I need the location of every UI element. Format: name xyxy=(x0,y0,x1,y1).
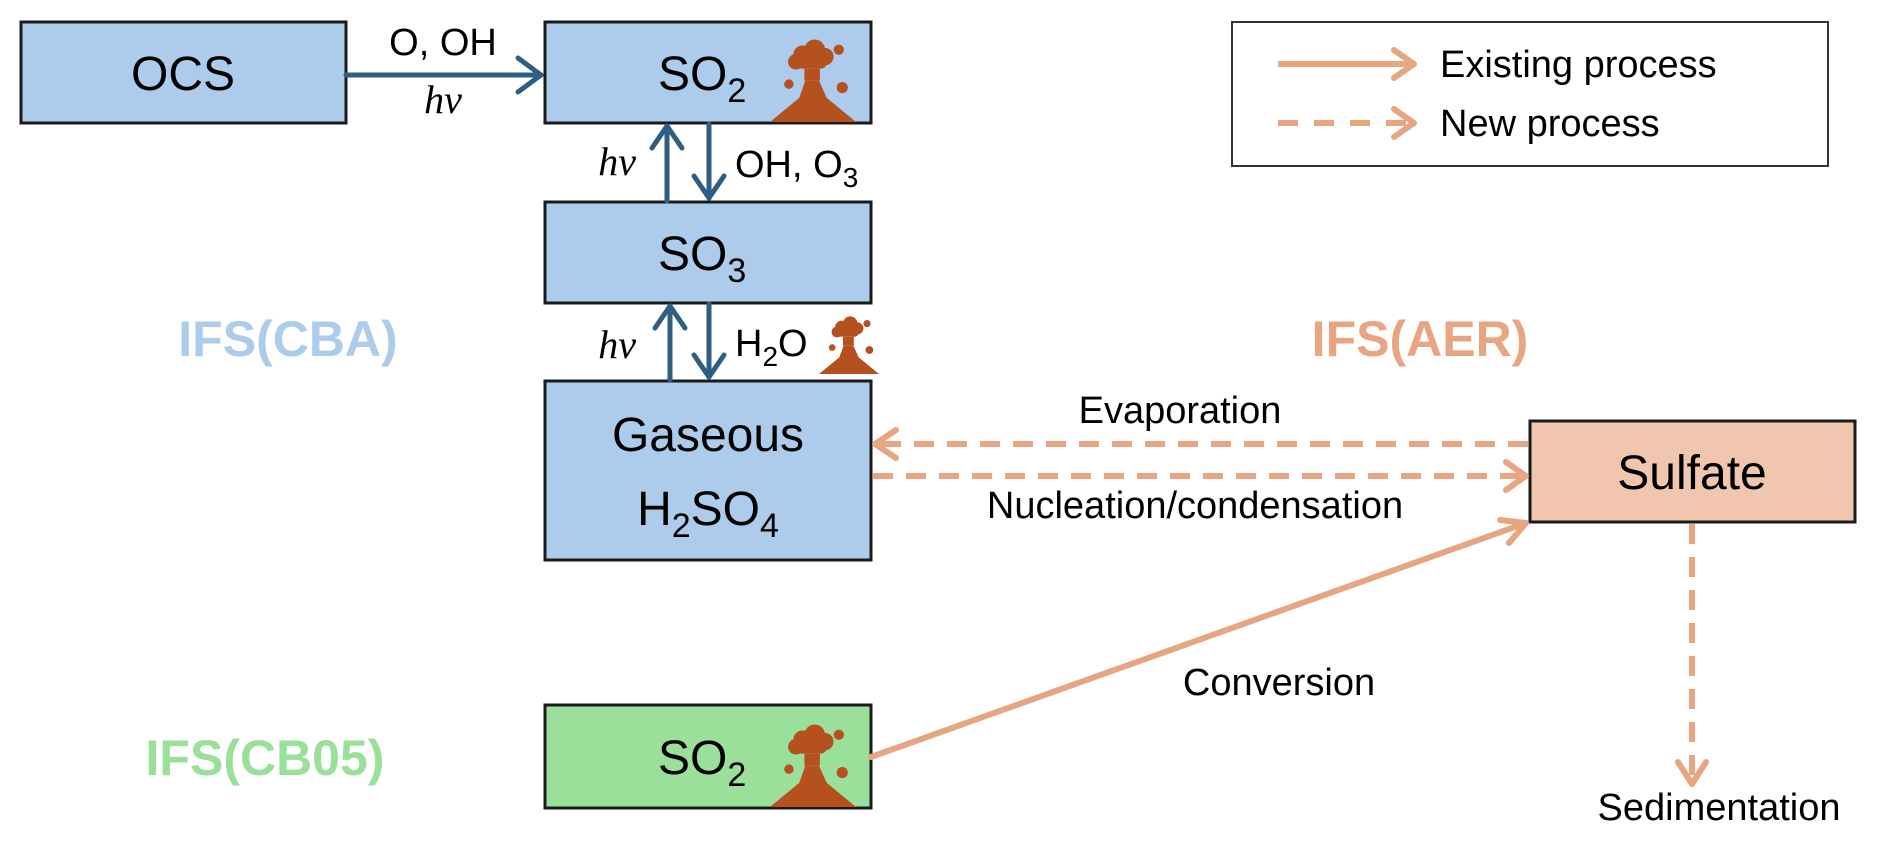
h2so4-box-fill xyxy=(543,379,873,562)
arrow-nucleation-condensation xyxy=(873,459,1529,493)
legend-label-existing: Existing process xyxy=(1440,44,1717,86)
h2so4-line2: H2SO4 xyxy=(637,483,779,545)
reactant-label-oh-o3: OH, O3 xyxy=(735,144,858,193)
legend: Existing process New process xyxy=(1231,21,1829,167)
ocs-box-fill xyxy=(19,20,348,125)
reactant-label-o-oh: O, OH xyxy=(389,22,497,64)
arrow-so3-to-h2so4-hydration xyxy=(691,301,727,380)
arrow-evaporation xyxy=(872,427,1528,461)
photolysis-label: hν xyxy=(598,139,636,184)
model-label-cba: IFS(CBA) xyxy=(178,311,397,367)
legend-swatch-existing xyxy=(1278,47,1417,81)
chemistry-arrows xyxy=(343,55,727,383)
arrow-sedimentation xyxy=(1675,524,1709,787)
model-label-cb05: IFS(CB05) xyxy=(146,730,385,786)
model-label-aer: IFS(AER) xyxy=(1312,311,1529,367)
photolysis-label: hν xyxy=(598,322,636,367)
evaporation-label: Evaporation xyxy=(1079,390,1282,432)
sulfate-label: Sulfate xyxy=(1617,447,1766,500)
ocs-box: OCS xyxy=(19,20,348,125)
so3-label: SO3 xyxy=(658,228,746,290)
arrow-conversion xyxy=(868,517,1529,760)
arrow-ocs-to-so2 xyxy=(343,55,544,95)
legend-label-new: New process xyxy=(1440,103,1660,145)
so2-cb05-label: SO2 xyxy=(658,732,746,794)
so2-top-label: SO2 xyxy=(658,48,746,110)
aerosol-arrows xyxy=(868,427,1709,787)
arrow-h2so4-to-so3-photolysis xyxy=(652,303,688,383)
so3-box: SO3 xyxy=(543,200,873,305)
legend-swatch-new xyxy=(1278,106,1417,140)
legend-frame xyxy=(1231,21,1829,167)
volcano-icon xyxy=(819,316,879,374)
sulfate-box: Sulfate xyxy=(1528,419,1857,524)
arrow-so3-to-so2-photolysis xyxy=(649,123,685,204)
arrow-so2-to-so3-oxidation xyxy=(691,121,727,201)
sulfate-box-fill xyxy=(1528,419,1857,524)
h2so4-box: Gaseous H2SO4 xyxy=(543,379,873,562)
photolysis-label: hν xyxy=(424,77,462,122)
sedimentation-label: Sedimentation xyxy=(1598,787,1841,829)
nucleation-condensation-label: Nucleation/condensation xyxy=(987,485,1403,527)
conversion-label: Conversion xyxy=(1183,662,1375,704)
reactant-label-h2o: H2O xyxy=(735,323,808,372)
so2-top-box: SO2 xyxy=(543,20,873,125)
h2so4-line1: Gaseous xyxy=(612,409,804,462)
ocs-label: OCS xyxy=(131,48,235,101)
so2-cb05-box: SO2 xyxy=(543,703,873,810)
